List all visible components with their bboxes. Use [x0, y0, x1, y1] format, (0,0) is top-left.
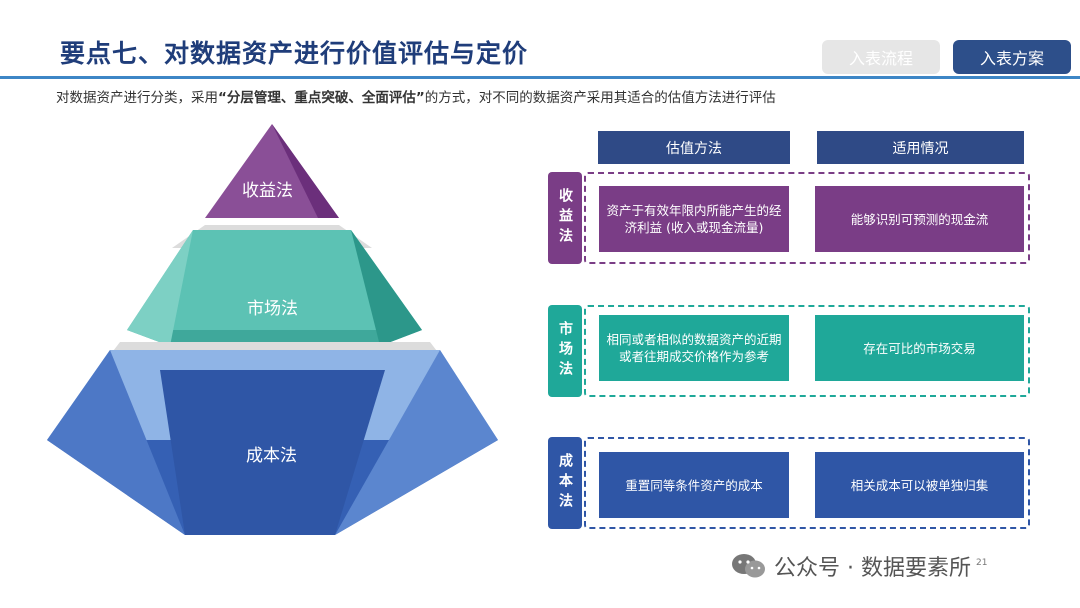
pyramid-bottom-center — [160, 370, 385, 535]
row-market-scope: 存在可比的市场交易 — [815, 315, 1024, 381]
page-title: 要点七、对数据资产进行价值评估与定价 — [60, 39, 529, 68]
wechat-icon — [732, 554, 765, 578]
pyramid-bottom-left — [47, 350, 185, 535]
watermark: 公众号 · 数据要素所 — [730, 550, 971, 582]
row-cost-label: 成本法 — [548, 437, 582, 529]
subtitle: 对数据资产进行分类，采用“分层管理、重点突破、全面评估”的方式，对不同的数据资产… — [56, 86, 776, 106]
row-cost-method: 重置同等条件资产的成本 — [599, 452, 789, 518]
row-market-method: 相同或者相似的数据资产的近期或者往期成交价格作为参考 — [599, 315, 789, 381]
row-income-method: 资产于有效年限内所能产生的经济利益 (收入或现金流量) — [599, 186, 789, 252]
pyramid-middle-shade — [351, 230, 422, 346]
pyramid-top-left — [205, 124, 339, 218]
pyramid-middle-light — [127, 230, 193, 346]
subtitle-suffix: 的方式，对不同的数据资产采用其适合的估值方法进行评估 — [424, 90, 776, 106]
title-underline — [0, 76, 1080, 79]
row-cost-frame — [584, 437, 1030, 529]
plan-button[interactable]: 入表方案 — [953, 40, 1071, 74]
row-cost-scope: 相关成本可以被单独归集 — [815, 452, 1024, 518]
flow-button[interactable]: 入表流程 — [822, 40, 940, 74]
pyramid-label-top: 收益法 — [242, 181, 293, 201]
pyramid-label-middle: 市场法 — [247, 299, 298, 319]
pyramid-graphic — [47, 124, 498, 535]
watermark-text: 公众号 · 数据要素所 — [774, 556, 971, 581]
row-market-label: 市场法 — [548, 305, 582, 397]
pyramid-bottom-right — [335, 350, 498, 535]
row-income-label: 收益法 — [548, 172, 582, 264]
header-method: 估值方法 — [598, 131, 790, 164]
pyramid-label-bottom: 成本法 — [246, 446, 297, 466]
row-income-scope: 能够识别可预测的现金流 — [815, 186, 1024, 252]
page-number: 21 — [976, 558, 988, 568]
subtitle-emphasis: “分层管理、重点突破、全面评估” — [218, 90, 425, 106]
row-market-frame — [584, 305, 1030, 397]
pyramid-top-shade — [272, 124, 339, 218]
header-scope: 适用情况 — [817, 131, 1024, 164]
subtitle-prefix: 对数据资产进行分类，采用 — [56, 90, 218, 106]
pyramid-middle-face — [127, 230, 422, 330]
row-income-frame — [584, 172, 1030, 264]
